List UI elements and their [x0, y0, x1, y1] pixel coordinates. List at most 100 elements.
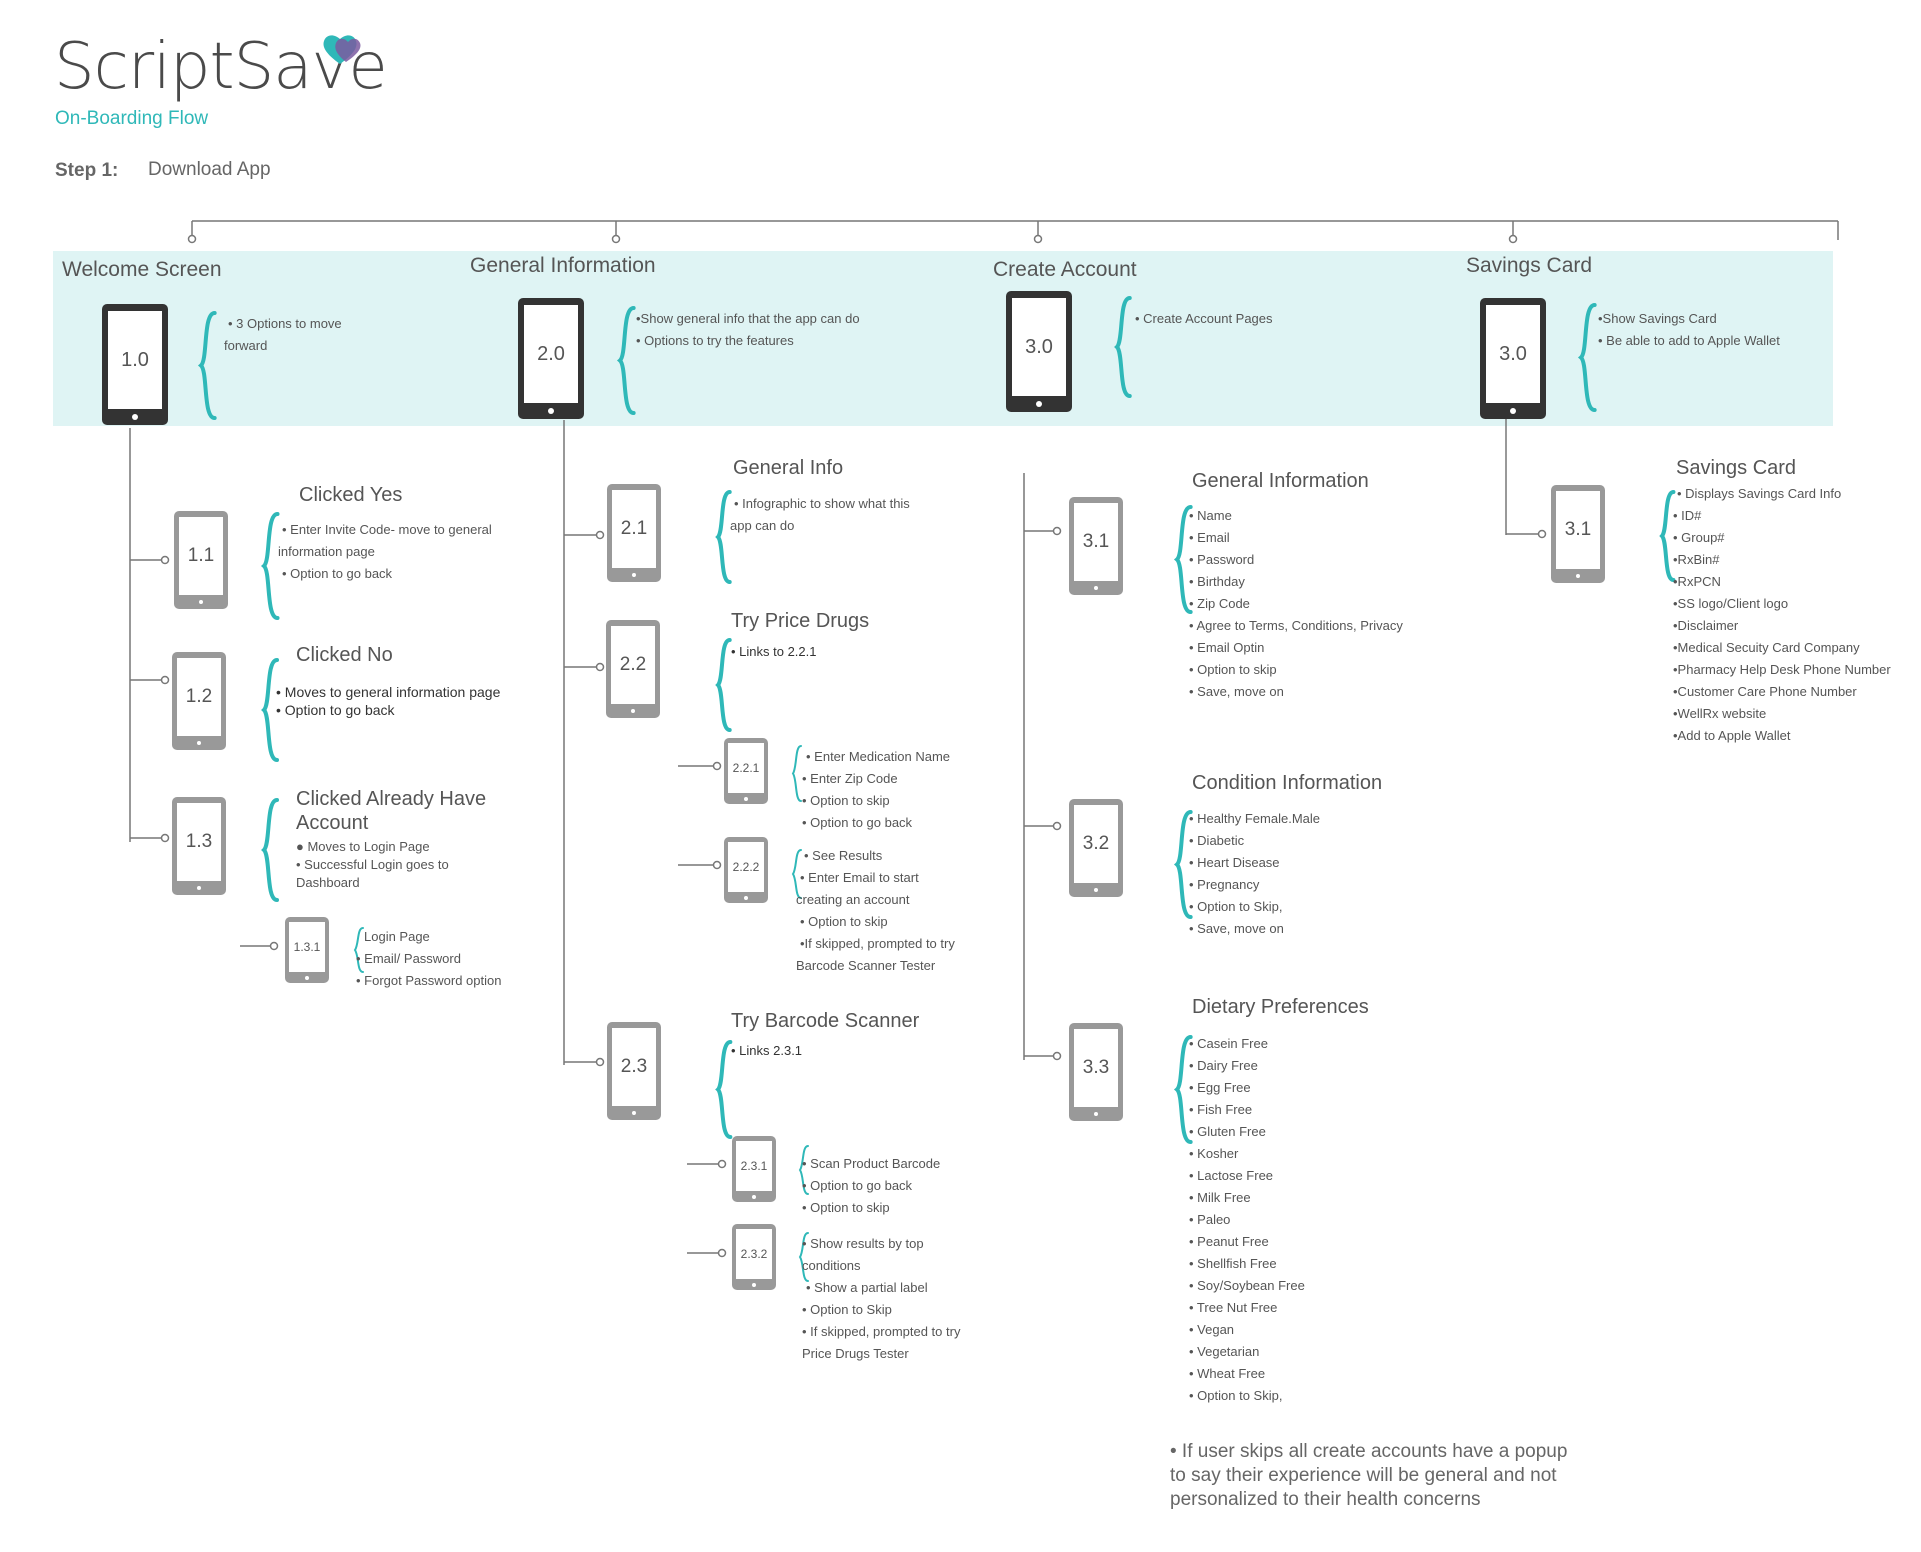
phone-3-3[interactable]: 3.3 [1069, 1023, 1123, 1121]
bullet: • Milk Free [1189, 1190, 1251, 1205]
phone-2-3-1[interactable]: 2.3.1 [732, 1136, 776, 1202]
brace [1577, 303, 1597, 412]
bullet: creating an account [796, 892, 910, 907]
section-bullets: • Name • Email • Password • Birthday • Z… [1189, 505, 1403, 703]
section-bullets: • Infographic to show what this app can … [730, 493, 910, 537]
section-bullets: Login Page • Email/ Password • Forgot Pa… [356, 926, 501, 992]
brace [1659, 490, 1676, 582]
phone-2-2-1[interactable]: 2.2.1 [724, 738, 768, 804]
bullet: • Tree Nut Free [1189, 1300, 1278, 1315]
phone-label: 2.1 [612, 490, 656, 568]
phone-2-2-2[interactable]: 2.2.2 [724, 837, 768, 903]
bullet: • Peanut Free [1189, 1234, 1269, 1249]
bullet: • Infographic to show what this [734, 496, 910, 511]
stage-bullets-welcome: • 3 Options to move forward [224, 313, 342, 357]
bullet: Price Drugs Tester [802, 1346, 909, 1361]
stage-title-general: General Information [470, 254, 656, 277]
bullet: • Email Optin [1189, 640, 1265, 655]
stage-title-account: Create Account [993, 258, 1137, 281]
home-button-icon [1094, 1112, 1098, 1116]
bullet: • Options to try the features [636, 333, 794, 348]
bullet: • Moves to general information page [276, 684, 501, 700]
bullet: • Show a partial label [806, 1280, 928, 1295]
bullet: • Zip Code [1189, 596, 1250, 611]
brace [261, 512, 280, 620]
phone-label: 1.2 [177, 658, 221, 736]
bullet: • Heart Disease [1189, 855, 1280, 870]
bullet: • Vegetarian [1189, 1344, 1260, 1359]
phone-3-0-savings[interactable]: 3.0 [1480, 298, 1546, 419]
bullet: •Show general info that the app can do [636, 311, 860, 326]
bullet: • Forgot Password option [356, 973, 502, 988]
section-bullets: • Enter Medication Name • Enter Zip Code… [802, 746, 950, 834]
phone-3-2[interactable]: 3.2 [1069, 799, 1123, 897]
bullet: • Name [1189, 508, 1232, 523]
stage-bullets-savings: •Show Savings Card • Be able to add to A… [1598, 308, 1780, 352]
bullet: • Enter Zip Code [802, 771, 898, 786]
bullet: • Paleo [1189, 1212, 1231, 1227]
brace [715, 638, 732, 732]
step-label: Step 1: [55, 160, 119, 181]
bullet: • Email/ Password [356, 951, 461, 966]
home-button-icon [199, 600, 203, 604]
bullet: • Option to Skip, [1189, 1388, 1283, 1403]
bullet: information page [278, 544, 375, 559]
bullet: • See Results [804, 848, 883, 863]
bullet: • Save, move on [1189, 921, 1284, 936]
bullet: • Option to Skip, [1189, 899, 1283, 914]
brace [197, 311, 217, 420]
home-button-icon [752, 1195, 756, 1199]
bullet: • Wheat Free [1189, 1366, 1266, 1381]
home-button-icon [305, 976, 309, 980]
phone-2-2[interactable]: 2.2 [606, 620, 660, 718]
section-title: Dietary Preferences [1192, 996, 1369, 1018]
bullet: • Option to go back [276, 702, 395, 718]
stage-bullets-account: • Create Account Pages [1135, 308, 1273, 330]
phone-2-3[interactable]: 2.3 [607, 1022, 661, 1120]
brace [1173, 810, 1193, 919]
phone-1-1[interactable]: 1.1 [174, 511, 228, 609]
bullet: • Save, move on [1189, 684, 1284, 699]
bullet: • Agree to Terms, Conditions, Privacy [1189, 618, 1403, 633]
section-bullets: • Scan Product Barcode • Option to go ba… [802, 1153, 940, 1219]
home-button-icon [197, 741, 201, 745]
note-line: personalized to their health concerns [1170, 1489, 1481, 1510]
section-bullets: • See Results • Enter Email to start cre… [796, 845, 955, 977]
bullet: • Egg Free [1189, 1080, 1251, 1095]
phone-1-2[interactable]: 1.2 [172, 652, 226, 750]
phone-2-0[interactable]: 2.0 [518, 298, 584, 419]
phone-1-3[interactable]: 1.3 [172, 797, 226, 895]
bullet: •Customer Care Phone Number [1673, 684, 1857, 699]
phone-2-3-2[interactable]: 2.3.2 [732, 1224, 776, 1290]
section-bullets: • Enter Invite Code- move to general inf… [278, 519, 492, 585]
bullet: •Pharmacy Help Desk Phone Number [1673, 662, 1891, 677]
section-title: General Information [1192, 470, 1369, 492]
phone-1-0[interactable]: 1.0 [102, 304, 168, 425]
bullet: • 3 Options to move [228, 316, 342, 331]
bullet: ● Moves to Login Page [296, 839, 430, 854]
phone-3-1-savings[interactable]: 3.1 [1551, 485, 1605, 583]
section-bullets: • Casein Free • Dairy Free • Egg Free • … [1189, 1033, 1305, 1407]
phone-label: 1.3.1 [289, 922, 325, 972]
home-button-icon [744, 797, 748, 801]
bullet: • Healthy Female.Male [1189, 811, 1320, 826]
bullet: • Create Account Pages [1135, 311, 1273, 326]
phone-label: 2.2.1 [728, 743, 764, 793]
bullet: • Pregnancy [1189, 877, 1260, 892]
section-bullets: ● Moves to Login Page • Successful Login… [296, 838, 449, 892]
page-subtitle: On-Boarding Flow [55, 108, 209, 129]
bullet: •If skipped, prompted to try [800, 936, 955, 951]
bullet: • Dairy Free [1189, 1058, 1258, 1073]
section-title: Clicked Already Have Account [296, 787, 486, 835]
section-bullets: • Moves to general information page • Op… [276, 683, 500, 719]
bullet: • Enter Medication Name [806, 749, 951, 764]
bullet: • If skipped, prompted to try [802, 1324, 961, 1339]
phone-label: 2.3 [612, 1028, 656, 1106]
phone-2-1[interactable]: 2.1 [607, 484, 661, 582]
phone-3-1[interactable]: 3.1 [1069, 497, 1123, 595]
section-bullets: • Healthy Female.Male • Diabetic • Heart… [1189, 808, 1320, 940]
phone-1-3-1[interactable]: 1.3.1 [285, 917, 329, 983]
section-title: Savings Card [1676, 457, 1797, 479]
phone-3-0-account[interactable]: 3.0 [1006, 291, 1072, 412]
